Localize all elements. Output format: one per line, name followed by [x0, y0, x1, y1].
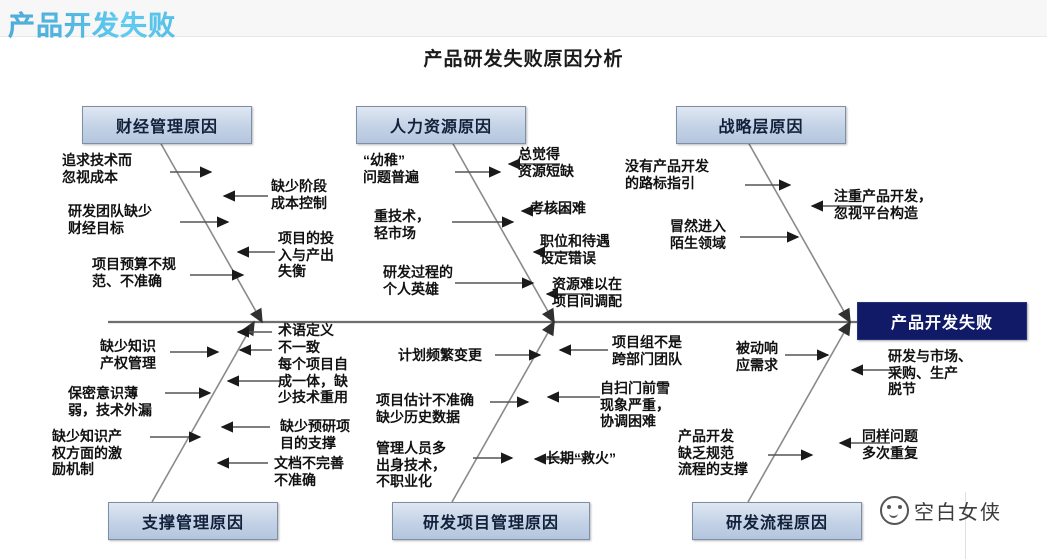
page-title: 产品开发失败 — [8, 4, 176, 43]
cause-label: 项目组不是 跨部门团队 — [612, 334, 682, 367]
cause-label: 缺少阶段 成本控制 — [271, 178, 327, 211]
cause-label: 被动响 应需求 — [736, 340, 778, 373]
category-box-strategy[interactable]: 战略层原因 — [676, 106, 846, 144]
cause-label: 每个项目自 成一体，缺 少技术重用 — [278, 356, 348, 406]
cause-label: 重技术， 轻市场 — [374, 208, 430, 241]
watermark-text: 空白女侠 — [914, 502, 1002, 524]
watermark-divider — [965, 492, 966, 559]
cause-label: 文档不完善 不准确 — [274, 455, 344, 488]
cause-label: 缺少知识 产权管理 — [100, 338, 156, 371]
category-label: 财经管理原因 — [115, 119, 218, 136]
cause-label: 研发与市场、 采购、生产 脱节 — [888, 348, 972, 398]
cause-label: 项目的投 入与产出 失衡 — [278, 230, 334, 280]
cause-label: 追求技术而 忽视成本 — [62, 152, 132, 185]
category-label: 研发项目管理原因 — [422, 515, 559, 532]
cause-label: 冒然进入 陌生领域 — [670, 218, 726, 251]
category-label: 战略层原因 — [718, 119, 804, 136]
cause-label: 管理人员多 出身技术， 不职业化 — [376, 440, 446, 490]
cause-label: 考核困难 — [530, 200, 586, 216]
cause-label: 缺少预研项 目的支撑 — [280, 418, 350, 451]
cause-label: 没有产品开发 的路标指引 — [625, 158, 709, 191]
category-label: 支撑管理原因 — [141, 515, 244, 532]
cause-label: 总觉得 资源短缺 — [518, 146, 574, 179]
cause-label: 项目估计不准确 缺少历史数据 — [376, 392, 474, 425]
category-box-support[interactable]: 支撑管理原因 — [108, 502, 278, 540]
cause-label: 资源难以在 项目间调配 — [552, 276, 622, 309]
cause-label: 术语定义 不一致 — [278, 322, 334, 355]
cause-label: 项目预算不规 范、不准确 — [92, 256, 176, 289]
cause-label: 同样问题 多次重复 — [862, 428, 918, 461]
category-box-rnd-process[interactable]: 研发流程原因 — [692, 502, 862, 540]
category-box-hr[interactable]: 人力资源原因 — [356, 106, 526, 144]
category-label: 研发流程原因 — [725, 515, 828, 532]
category-label: 人力资源原因 — [389, 119, 492, 136]
cause-label: 保密意识薄 弱，技术外漏 — [68, 385, 152, 418]
cause-label: 职位和待遇 设定错误 — [540, 233, 610, 266]
watermark: 空白女侠 — [880, 496, 1002, 525]
cause-label: 注重产品开发， 忽视平台构造 — [834, 188, 932, 221]
cause-label: “幼稚” 问题普遍 — [363, 152, 419, 185]
category-box-finance[interactable]: 财经管理原因 — [82, 106, 252, 144]
category-box-rnd-project[interactable]: 研发项目管理原因 — [392, 502, 590, 540]
cause-label: 研发过程的 个人英雄 — [383, 264, 453, 297]
chart-title: 产品研发失败原因分析 — [423, 49, 624, 70]
effect-label: 产品开发失败 — [890, 315, 993, 332]
cause-label: 研发团队缺少 财经目标 — [68, 203, 152, 236]
cause-label: 缺少知识产 权方面的激 励机制 — [52, 428, 122, 478]
cause-label: 产品开发 缺乏规范 流程的支撑 — [678, 428, 748, 478]
cause-label: 计划频繁变更 — [398, 347, 482, 363]
smiley-face-icon — [880, 496, 909, 525]
effect-box[interactable]: 产品开发失败 — [857, 302, 1027, 340]
header-banner: 产品开发失败 — [0, 0, 1047, 41]
cause-label: 自扫门前雪 现象严重， 协调困难 — [600, 380, 670, 430]
cause-label: 长期“救火” — [546, 450, 616, 466]
